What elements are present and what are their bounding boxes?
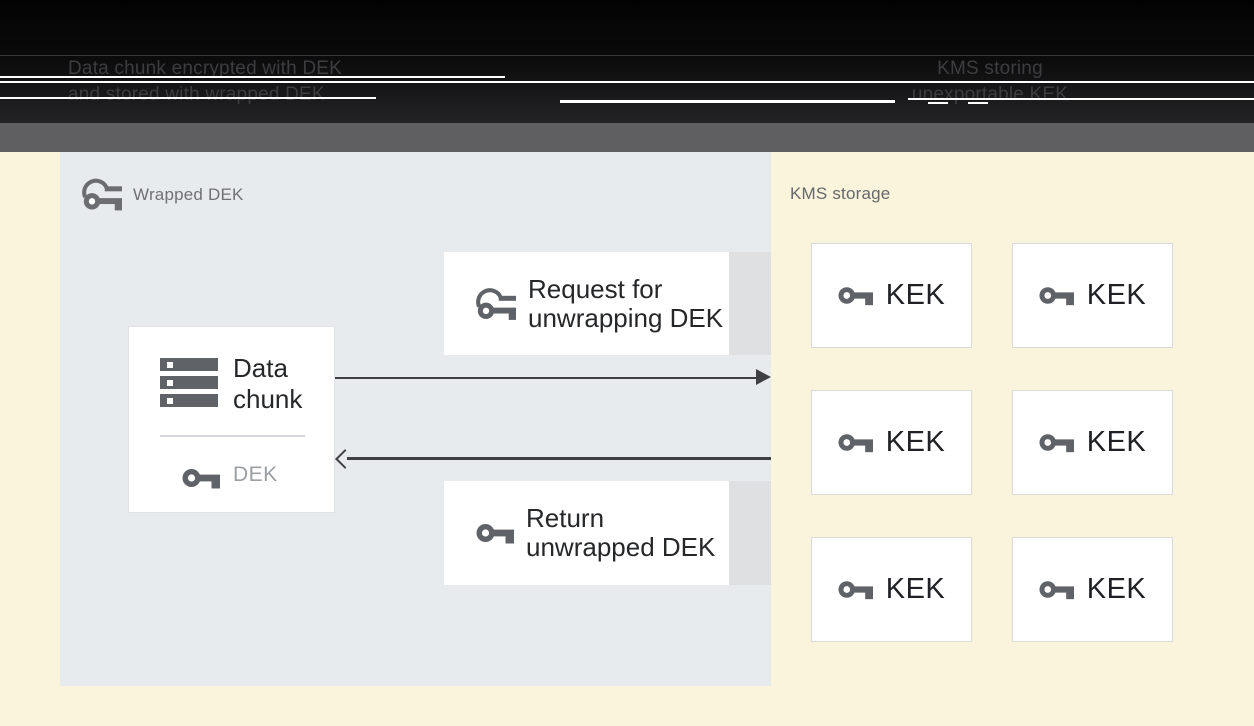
kek-box: KEK <box>1012 243 1173 348</box>
kek-box: KEK <box>811 243 972 348</box>
request-arrow-head <box>756 369 771 385</box>
kek-label: KEK <box>1086 573 1147 605</box>
kek-box: KEK <box>811 390 972 495</box>
data-chunk-box: Data chunk DEK <box>128 326 335 513</box>
key-icon <box>1039 432 1074 453</box>
glitch-line <box>0 97 376 99</box>
request-box-text: Request for unwrapping DEK <box>528 273 724 333</box>
right-caption: KMS storing unexportable KEK <box>858 56 1122 108</box>
glitch-line <box>560 100 895 103</box>
glitch-line <box>908 98 1254 100</box>
header-gray-band <box>0 123 1254 152</box>
return-unwrapped-dek-box: Return unwrapped DEK <box>444 481 729 585</box>
header-band <box>0 0 1254 123</box>
right-caption-line1: KMS storing <box>937 58 1043 79</box>
glitch-line <box>968 102 988 104</box>
key-icon <box>476 522 514 544</box>
key-icon <box>182 467 220 489</box>
request-arrow-line <box>335 376 759 379</box>
right-caption-line2: unexportable KEK <box>911 84 1069 105</box>
kms-storage-label: KMS storage <box>790 184 890 204</box>
return-box-shadow-strip <box>729 481 771 585</box>
glitch-line <box>0 81 1254 83</box>
storage-bar <box>160 376 218 389</box>
left-caption-line2: and stored with wrapped DEK <box>68 84 325 105</box>
key-icon <box>1039 285 1074 306</box>
key-icon <box>838 579 873 600</box>
storage-bar <box>160 358 218 371</box>
request-unwrapping-dek-box: Request for unwrapping DEK <box>444 252 729 355</box>
kek-label: KEK <box>885 426 946 458</box>
left-caption-line1: Data chunk encrypted with DEK <box>68 58 343 79</box>
kek-box: KEK <box>811 537 972 642</box>
kek-label: KEK <box>1086 279 1147 311</box>
return-box-line2: unwrapped DEK <box>526 532 716 562</box>
key-icon <box>838 432 873 453</box>
kek-box: KEK <box>1012 390 1173 495</box>
glitch-line <box>928 102 948 104</box>
request-box-line2: unwrapping DEK <box>528 302 724 333</box>
dek-label: DEK <box>233 463 278 486</box>
data-chunk-title-line1: Data <box>233 353 288 383</box>
return-box-text: Return unwrapped DEK <box>526 504 715 562</box>
kek-label: KEK <box>885 279 946 311</box>
wrapped-key-icon <box>476 287 516 321</box>
wrapped-dek-label-text: Wrapped DEK <box>133 184 244 204</box>
storage-stack-icon <box>160 358 218 407</box>
data-chunk-title: Data chunk <box>233 353 302 415</box>
key-icon <box>1039 579 1074 600</box>
glitch-line <box>0 76 505 78</box>
return-arrow-line <box>347 457 771 460</box>
kms-storage-label-text: KMS storage <box>790 184 891 203</box>
divider <box>160 435 305 437</box>
key-icon <box>838 285 873 306</box>
kek-label: KEK <box>885 573 946 605</box>
wrapped-dek-label: Wrapped DEK <box>82 178 244 211</box>
wrapped-key-icon <box>82 178 122 211</box>
glitch-line <box>0 55 1254 56</box>
kek-label: KEK <box>1086 426 1147 458</box>
left-caption: Data chunk encrypted with DEK and stored… <box>68 56 342 108</box>
storage-bar <box>160 394 218 407</box>
return-box-line1: Return <box>526 503 605 533</box>
kek-box: KEK <box>1012 537 1173 642</box>
data-chunk-title-line2: chunk <box>233 384 303 414</box>
request-box-line1: Request for <box>528 273 663 304</box>
request-box-shadow-strip <box>729 252 771 355</box>
